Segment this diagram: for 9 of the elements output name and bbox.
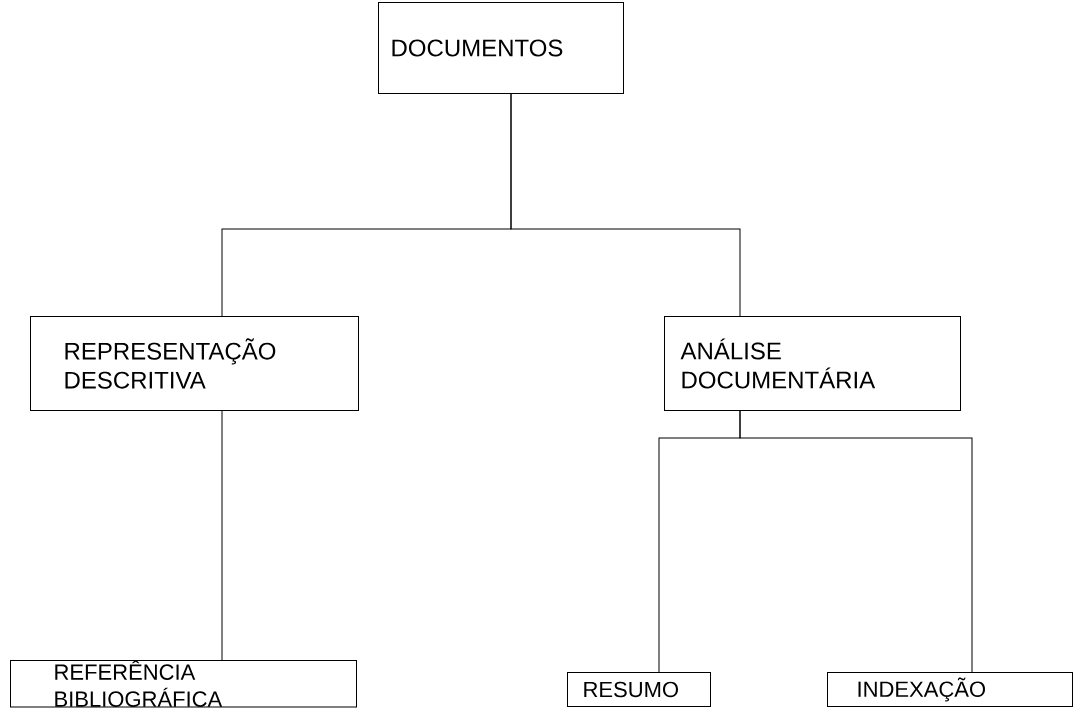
connector-line — [221, 410, 223, 661]
text-box: DOCUMENTOS — [378, 2, 624, 94]
text-box: ANÁLISE DOCUMENTÁRIA — [664, 316, 961, 411]
text-box: REFERÊNCIA BIBLIOGRÁFICA — [10, 660, 357, 708]
text-box: INDEXAÇÃO — [827, 672, 1073, 707]
connector-line — [739, 410, 973, 673]
connector-line — [510, 93, 741, 317]
text-box: REPRESENTAÇÃO DESCRITIVA — [30, 316, 359, 411]
text-box: RESUMO — [567, 672, 711, 707]
